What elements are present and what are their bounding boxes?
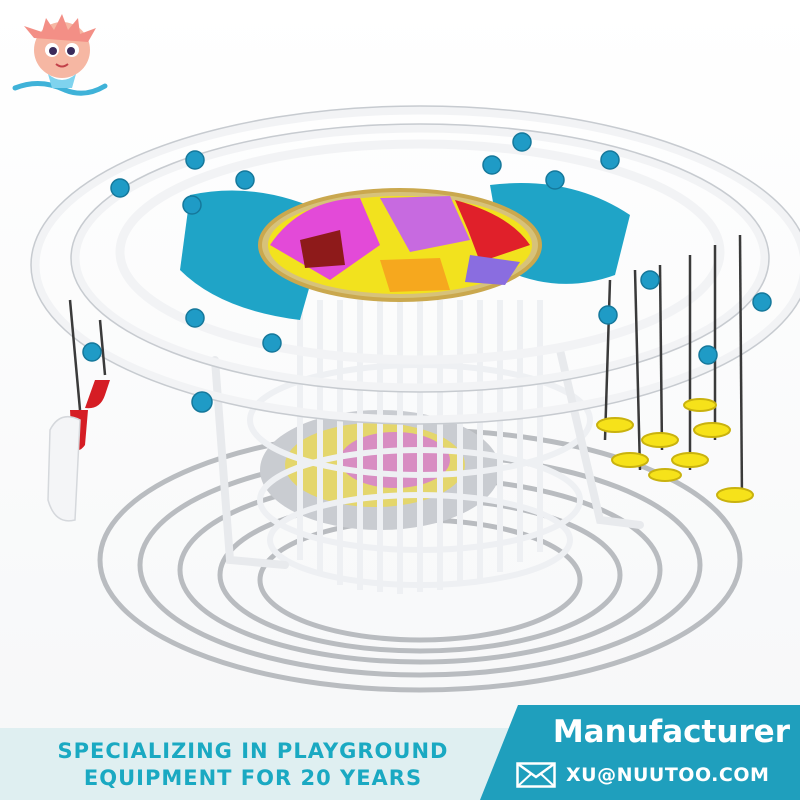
tagline-line-2: EQUIPMENT FOR 20 YEARS	[83, 766, 423, 790]
center-cage	[247, 300, 593, 594]
hanging-seats	[47, 380, 110, 522]
ring-frames-outline	[30, 105, 800, 425]
tagline-line-1: SPECIALIZING IN PLAYGROUND	[57, 739, 449, 763]
contact-badge	[480, 705, 800, 800]
email-link[interactable]: XU@NUUTOO.COM	[566, 764, 770, 786]
top-deck	[180, 183, 630, 320]
tagline: SPECIALIZING IN PLAYGROUND EQUIPMENT FOR…	[18, 738, 488, 792]
mascot-logo-icon	[12, 14, 108, 96]
ring-frames	[30, 105, 800, 425]
badge-title: Manufacturer	[552, 714, 790, 750]
email-row[interactable]: XU@NUUTOO.COM	[516, 758, 790, 792]
blue-joints	[82, 132, 772, 413]
envelope-icon	[516, 762, 556, 788]
stepping-discs	[596, 398, 754, 503]
